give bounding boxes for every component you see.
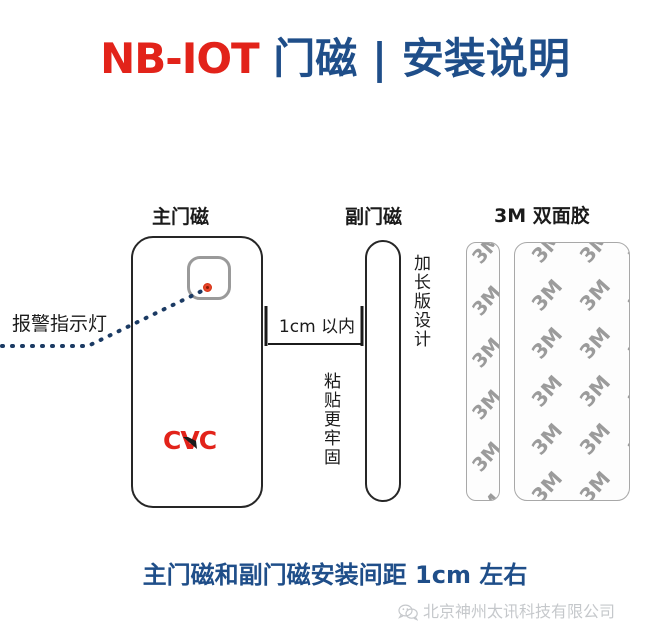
label-main-sensor: 主门磁 (152, 206, 210, 228)
tape-3m-mark: 3M (514, 274, 520, 316)
note-extended-design: 加长版设计 (410, 254, 430, 349)
tape-3m-mark: 3M (514, 322, 520, 364)
tape-3m-mark: 3M (574, 242, 616, 268)
tape-3m-mark: 3M (514, 370, 520, 412)
alarm-led-icon (203, 283, 212, 292)
wechat-icon (398, 603, 418, 621)
note-sticky-firmly: 粘贴更牢固 (320, 372, 340, 467)
tape-3m-mark: 3M (526, 418, 568, 460)
page-title: NB-IOT 门磁 | 安装说明 (0, 34, 670, 84)
tape-narrow-pattern: 3M3M3M3M3M3M3M3M3M3M3M3M3M3M3M3M3M3M3M3M… (467, 242, 500, 500)
main-sensor-button (187, 256, 231, 300)
watermark: 北京神州太讯科技有限公司 (398, 602, 615, 622)
gap-dimension-label: 1cm 以内 (278, 317, 356, 337)
tape-3m-mark: 3M (526, 370, 568, 412)
title-brand: NB-IOT (100, 34, 260, 83)
tape-3m-mark: 3M (514, 242, 520, 268)
tape-narrow: 3M3M3M3M3M3M3M3M3M3M3M3M3M3M3M3M3M3M3M3M… (466, 242, 500, 501)
tape-3m-mark: 3M (622, 274, 630, 316)
alarm-callout-line (0, 286, 210, 348)
tape-3m-mark: 3M (526, 274, 568, 316)
watermark-text: 北京神州太讯科技有限公司 (423, 602, 616, 621)
alarm-callout-label: 报警指示灯 (12, 313, 108, 335)
tape-3m-mark: 3M (467, 483, 499, 500)
cvc-logo: CVC (163, 428, 217, 454)
tape-3m-mark: 3M (622, 322, 630, 364)
sub-sensor-body (365, 240, 401, 502)
tape-3m-mark: 3M (514, 418, 520, 460)
tape-3m-mark: 3M (468, 385, 500, 425)
tape-3m-mark: 3M (574, 322, 616, 364)
title-subtitle: 门磁 | 安装说明 (273, 34, 570, 83)
tape-3m-mark: 3M (526, 322, 568, 364)
tape-3m-mark: 3M (574, 370, 616, 412)
label-sub-sensor: 副门磁 (345, 206, 403, 228)
tape-3m-mark: 3M (622, 370, 630, 412)
tape-3m-mark: 3M (622, 466, 630, 501)
tape-3m-mark: 3M (468, 437, 500, 477)
tape-3m-mark: 3M (574, 418, 616, 460)
tape-3m-mark: 3M (574, 274, 616, 316)
tape-3m-mark: 3M (526, 466, 568, 501)
label-3m-tape: 3M 双面胶 (494, 205, 590, 227)
bottom-caption: 主门磁和副门磁安装间距 1cm 左右 (142, 561, 528, 589)
gap-dimension-marker (264, 306, 364, 346)
tape-3m-mark: 3M (514, 466, 520, 501)
tape-3m-mark: 3M (468, 281, 500, 321)
tape-3m-mark: 3M (622, 418, 630, 460)
tape-3m-mark: 3M (574, 466, 616, 501)
tape-3m-mark: 3M (526, 242, 568, 268)
tape-3m-mark: 3M (468, 333, 500, 373)
tape-3m-mark: 3M (468, 242, 500, 269)
tape-3m-mark: 3M (622, 242, 630, 268)
